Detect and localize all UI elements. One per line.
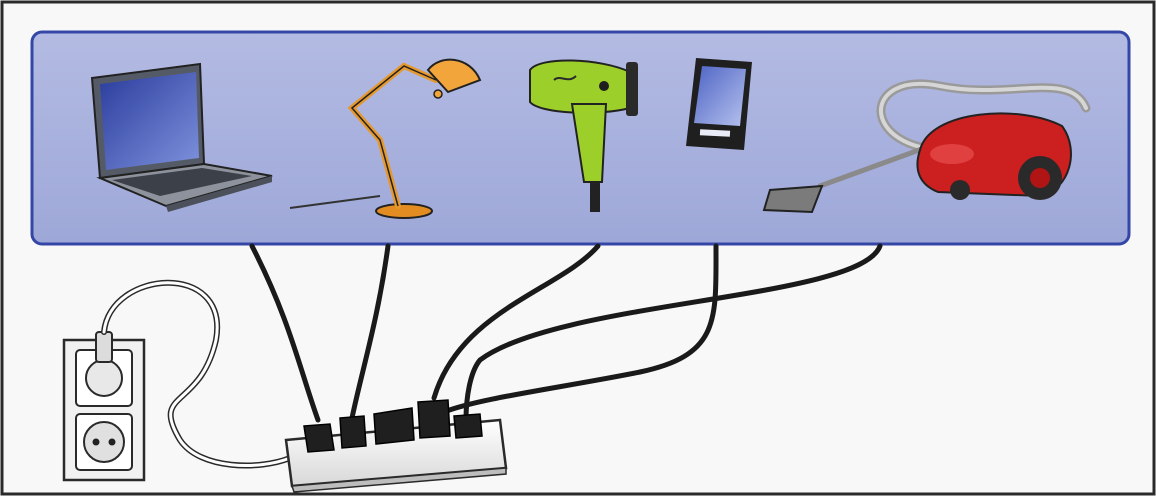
empty-socket-icon (84, 422, 124, 462)
wall-outlet (64, 332, 144, 480)
tablet-icon (686, 58, 752, 150)
wall-plug-icon (86, 360, 122, 396)
